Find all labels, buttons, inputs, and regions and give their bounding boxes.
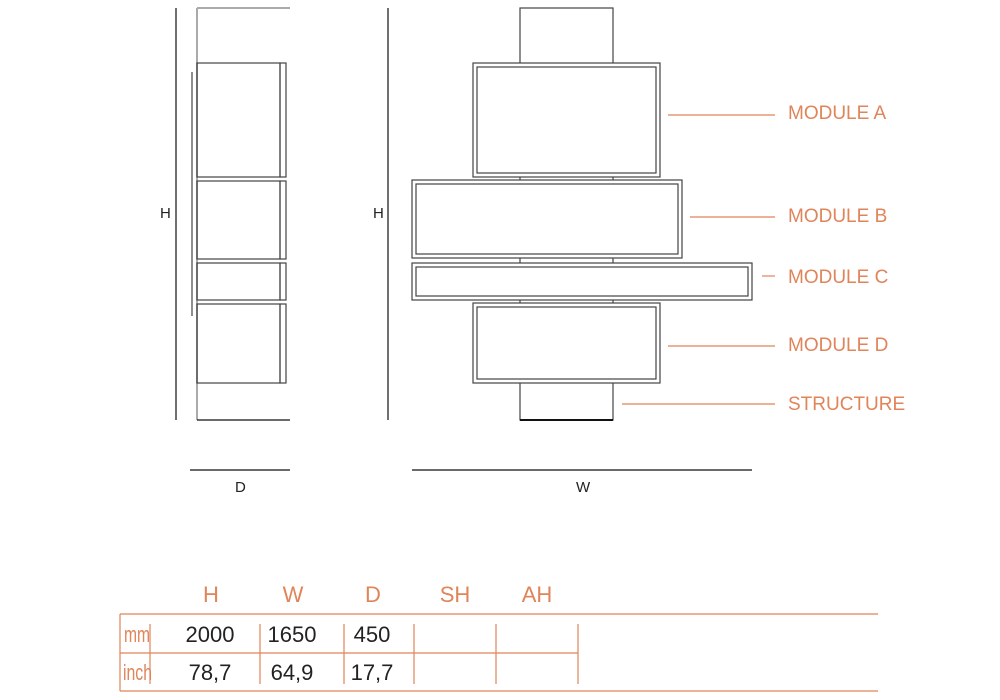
- module-b: [411, 179, 683, 259]
- inch-d: 17,7: [351, 660, 394, 685]
- header-sh: SH: [440, 582, 471, 607]
- module-a: [472, 62, 661, 178]
- callout-module-a: MODULE A: [788, 103, 887, 124]
- front-view: H W: [373, 7, 753, 496]
- header-ah: AH: [522, 582, 553, 607]
- unit-inch: inch: [123, 660, 152, 685]
- side-module-d: [196, 303, 281, 384]
- header-w: W: [283, 582, 304, 607]
- mm-d: 450: [354, 622, 391, 647]
- callout-module-d: MODULE D: [788, 335, 888, 356]
- inch-h: 78,7: [189, 660, 232, 685]
- module-c: [411, 262, 753, 301]
- header-h: H: [203, 582, 219, 607]
- front-width-label: W: [576, 479, 591, 496]
- front-height-label: H: [373, 205, 384, 222]
- side-module-b: [196, 180, 281, 260]
- unit-mm: mm: [124, 622, 150, 647]
- mm-w: 1650: [268, 622, 317, 647]
- callout-module-c: MODULE C: [788, 267, 888, 288]
- module-d: [472, 302, 661, 384]
- callouts: MODULE A MODULE B MODULE C MODULE D STRU…: [622, 103, 905, 415]
- side-module-d-front: [279, 303, 287, 384]
- side-depth-label: D: [235, 479, 246, 496]
- side-view: H D: [160, 7, 290, 496]
- side-module-a-front: [279, 62, 287, 178]
- header-d: D: [365, 582, 381, 607]
- callout-module-b: MODULE B: [788, 206, 887, 227]
- callout-structure: STRUCTURE: [788, 394, 905, 415]
- side-module-c-front: [279, 262, 287, 301]
- side-module-c: [196, 262, 281, 301]
- mm-h: 2000: [186, 622, 235, 647]
- side-module-a: [196, 62, 281, 178]
- side-module-b-front: [279, 180, 287, 260]
- side-height-label: H: [160, 205, 171, 222]
- dimensions-table: H W D SH AH mm 2000 1650 450 inch 78,7 6…: [119, 582, 878, 692]
- inch-w: 64,9: [271, 660, 314, 685]
